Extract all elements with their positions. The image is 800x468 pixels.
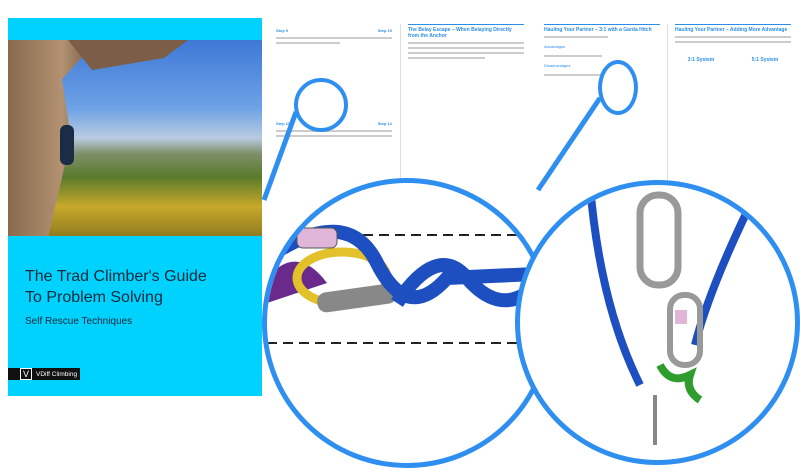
magnifier-source-left <box>294 78 348 132</box>
v-logo-icon: V <box>20 368 32 380</box>
cover-photo-climber <box>8 40 262 236</box>
book-title: The Trad Climber's Guide To Problem Solv… <box>25 268 207 306</box>
book-cover: The Trad Climber's Guide To Problem Solv… <box>8 18 262 396</box>
book-subtitle: Self Rescue Techniques <box>25 316 133 327</box>
magnifier-garda-hitch <box>515 180 800 465</box>
magnifier-belay-escape <box>262 178 552 468</box>
magnifier-connectors <box>261 96 603 201</box>
magnifier-source-right <box>598 60 638 115</box>
